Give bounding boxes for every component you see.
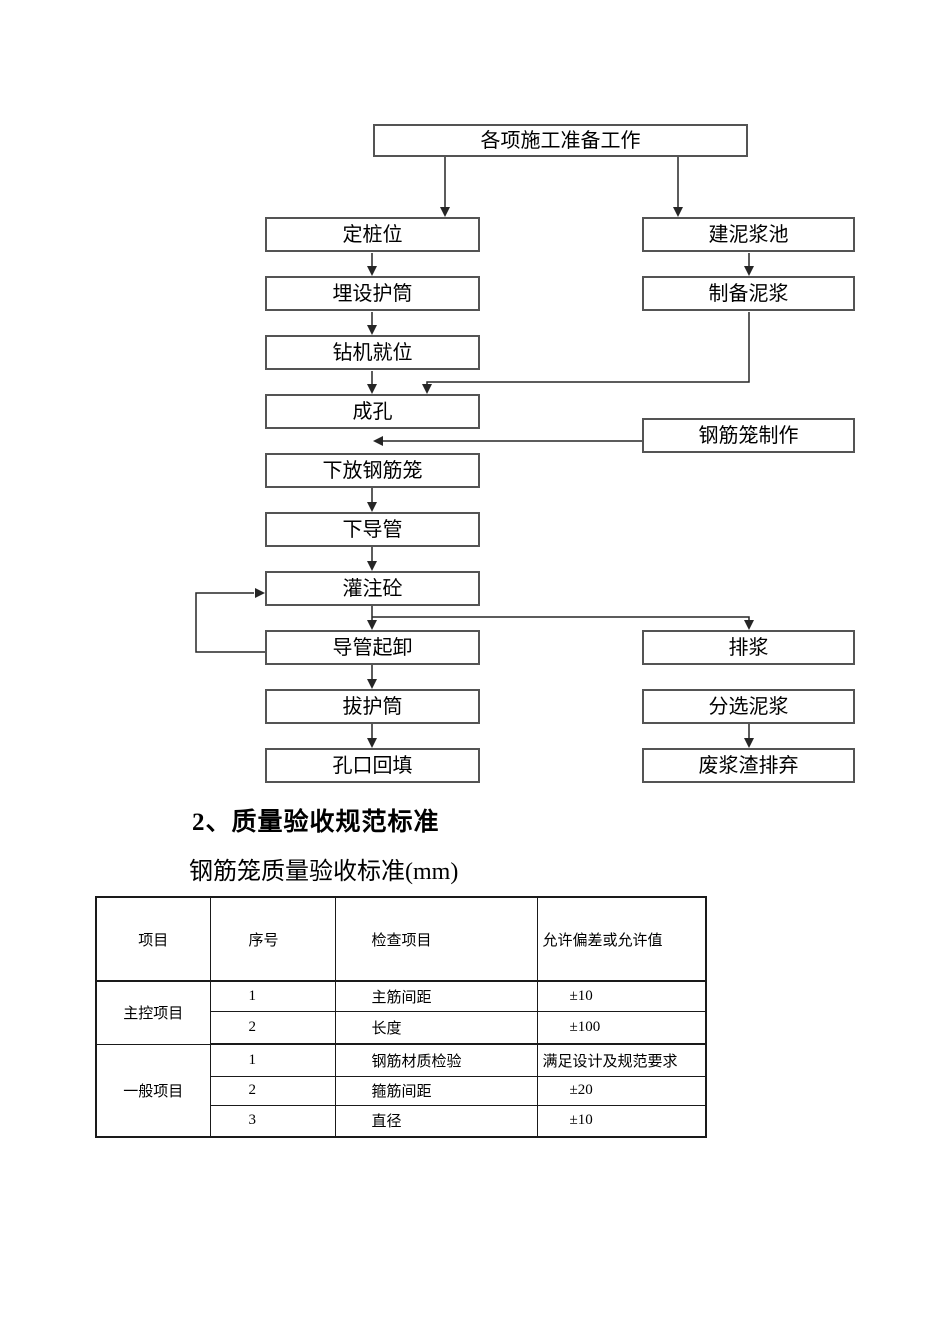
header-cell-no: 序号	[209, 896, 336, 982]
cell-item: 主筋间距	[334, 980, 538, 1012]
flow-box-label: 灌注砼	[342, 577, 403, 600]
flow-box-right-2: 钢筋笼制作	[642, 418, 855, 453]
quality-acceptance-table: 项目 序号 检查项目 允许偏差或允许值 主控项目 1 主筋间距 ±10 2 长度…	[95, 896, 707, 1138]
table-row: 2 长度 ±100	[96, 1010, 707, 1045]
flow-box-label: 成孔	[352, 400, 393, 423]
cell-value: ±10	[536, 1104, 707, 1138]
construction-flowchart: 各项施工准备工作 定桩位 埋设护筒 钻机就位 成孔 下放钢筋笼 下导管 灌注砼 …	[195, 124, 855, 783]
header-cell-item: 项目	[95, 896, 211, 982]
table-row: 3 直径 ±10	[96, 1104, 707, 1138]
flow-box-label: 各项施工准备工作	[480, 129, 641, 152]
cell-value: ±100	[536, 1010, 707, 1045]
flow-box-label: 废浆渣排弃	[698, 754, 799, 777]
flow-box-left-7: 导管起卸	[265, 630, 480, 665]
table-header-row: 项目 序号 检查项目 允许偏差或允许值	[95, 896, 707, 982]
section-heading: 2、质量验收规范标准	[192, 809, 440, 836]
flow-box-left-1: 埋设护筒	[265, 276, 480, 311]
flow-box-label: 制备泥浆	[708, 282, 789, 305]
cell-no: 1	[209, 1043, 336, 1077]
group-cell-main: 主控项目	[95, 980, 211, 1045]
flow-box-label: 排浆	[728, 636, 769, 659]
flow-box-right-1: 制备泥浆	[642, 276, 855, 311]
cell-no: 2	[209, 1010, 336, 1045]
header-cell-check: 检查项目	[334, 896, 538, 982]
cell-item: 钢筋材质检验	[334, 1043, 538, 1077]
cell-item: 直径	[334, 1104, 538, 1138]
flow-box-right-3: 排浆	[642, 630, 855, 665]
cell-item: 长度	[334, 1010, 538, 1045]
cell-no: 3	[209, 1104, 336, 1138]
flow-box-left-9: 孔口回填	[265, 748, 480, 783]
cell-item: 箍筋间距	[334, 1075, 538, 1106]
flow-box-left-0: 定桩位	[265, 217, 480, 252]
flow-box-right-0: 建泥浆池	[642, 217, 855, 252]
flow-box-left-4: 下放钢筋笼	[265, 453, 480, 488]
cell-value: ±20	[536, 1075, 707, 1106]
flow-box-label: 钢筋笼制作	[698, 424, 799, 447]
flow-box-left-3: 成孔	[265, 394, 480, 429]
cell-no: 2	[209, 1075, 336, 1106]
cell-value: 满足设计及规范要求	[536, 1043, 707, 1077]
flow-box-preparation: 各项施工准备工作	[373, 124, 748, 157]
table-row: 主控项目 1 主筋间距 ±10	[95, 980, 707, 1045]
flow-box-label: 建泥浆池	[708, 223, 789, 246]
flow-box-label: 钻机就位	[332, 341, 413, 364]
group-cell-general: 一般项目	[95, 1043, 211, 1138]
flow-box-label: 埋设护筒	[332, 282, 413, 305]
flow-box-label: 下导管	[342, 518, 403, 541]
flow-box-left-6: 灌注砼	[265, 571, 480, 606]
flow-box-label: 定桩位	[342, 223, 403, 246]
flow-box-label: 孔口回填	[332, 754, 413, 777]
header-cell-tolerance: 允许偏差或允许值	[536, 896, 707, 982]
flow-box-right-5: 废浆渣排弃	[642, 748, 855, 783]
flow-box-left-5: 下导管	[265, 512, 480, 547]
table-row: 一般项目 1 钢筋材质检验 满足设计及规范要求	[95, 1043, 707, 1138]
cell-no: 1	[209, 980, 336, 1012]
cell-value: ±10	[536, 980, 707, 1012]
table-title: 钢筋笼质量验收标准(mm)	[189, 859, 459, 885]
flow-box-label: 拔护筒	[342, 695, 403, 718]
flow-box-label: 下放钢筋笼	[322, 459, 423, 482]
flow-box-left-8: 拔护筒	[265, 689, 480, 724]
flow-box-right-4: 分选泥浆	[642, 689, 855, 724]
flow-box-left-2: 钻机就位	[265, 335, 480, 370]
flow-box-label: 分选泥浆	[708, 695, 789, 718]
flow-box-label: 导管起卸	[332, 636, 413, 659]
